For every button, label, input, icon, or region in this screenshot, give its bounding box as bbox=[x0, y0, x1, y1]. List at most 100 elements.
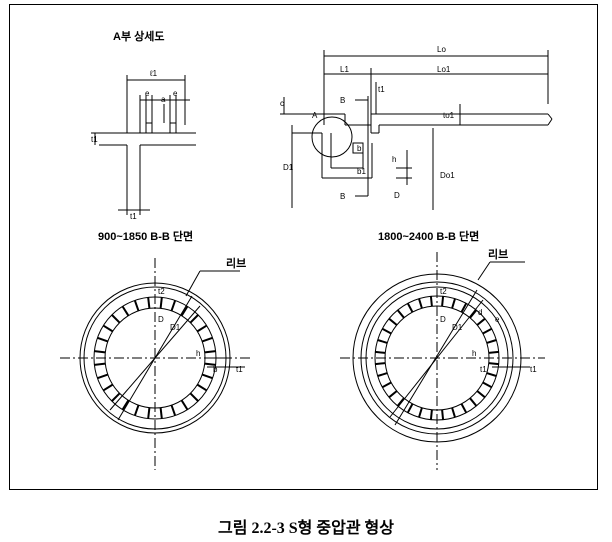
right-dim-t1-inner: t1 bbox=[480, 365, 487, 374]
rib bbox=[441, 409, 445, 420]
rib bbox=[381, 381, 392, 389]
rib bbox=[460, 302, 468, 313]
rib bbox=[180, 305, 189, 317]
rib bbox=[375, 350, 386, 354]
dim-L1: L1 bbox=[340, 65, 349, 74]
rib bbox=[204, 350, 216, 354]
rib bbox=[189, 392, 199, 402]
rib bbox=[94, 350, 106, 354]
rib bbox=[460, 403, 468, 414]
section-B-bottom: B bbox=[340, 192, 345, 201]
detail-a bbox=[91, 75, 196, 215]
rib bbox=[406, 302, 414, 313]
dim-Do1: Do1 bbox=[440, 171, 455, 180]
right-dim-h: h bbox=[472, 349, 476, 358]
rib bbox=[418, 407, 423, 418]
dim-D1-profile: D1 bbox=[283, 163, 294, 172]
rib bbox=[201, 336, 213, 343]
rib bbox=[429, 409, 433, 420]
rib bbox=[94, 362, 106, 366]
rib bbox=[111, 392, 121, 402]
rib bbox=[488, 362, 499, 366]
rib bbox=[451, 298, 456, 309]
rib-label-right: 리브 bbox=[488, 247, 508, 261]
dim-D-profile: D bbox=[394, 191, 400, 200]
rib bbox=[189, 314, 199, 324]
rib bbox=[204, 362, 216, 366]
rib bbox=[486, 339, 497, 344]
rib bbox=[159, 297, 163, 309]
section-left bbox=[60, 258, 250, 470]
rib bbox=[441, 296, 445, 307]
figure-frame bbox=[9, 4, 598, 490]
rib bbox=[486, 372, 497, 377]
dim-t1-left: t1 bbox=[91, 135, 98, 144]
dim-e-1: e bbox=[145, 89, 150, 98]
pipe-profile bbox=[280, 50, 553, 210]
rib bbox=[147, 407, 151, 419]
dim-b: b bbox=[357, 144, 362, 153]
rib bbox=[451, 407, 456, 418]
left-dim-h: h bbox=[196, 349, 200, 358]
rib bbox=[396, 397, 405, 407]
rib bbox=[381, 327, 392, 335]
section-right bbox=[340, 252, 545, 470]
detail-a-title: A부 상세도 bbox=[113, 29, 164, 43]
rib bbox=[133, 404, 140, 416]
rib bbox=[476, 390, 486, 399]
rib bbox=[201, 373, 213, 380]
rib bbox=[488, 350, 499, 354]
rib bbox=[377, 372, 388, 377]
rib-label-left: 리브 bbox=[226, 256, 246, 270]
dim-h-profile: h bbox=[392, 155, 396, 164]
rib bbox=[133, 300, 140, 312]
rib bbox=[476, 317, 486, 326]
left-dim-t1: t1 bbox=[236, 365, 243, 374]
dim-a: a bbox=[161, 95, 166, 104]
dim-c: c bbox=[280, 99, 284, 108]
rib bbox=[482, 327, 493, 335]
dim-Lo: Lo bbox=[437, 45, 446, 54]
rib bbox=[97, 373, 109, 380]
left-dim-b: b bbox=[213, 365, 218, 374]
rib bbox=[121, 399, 130, 411]
rib bbox=[102, 324, 114, 333]
dim-b1: b1 bbox=[357, 167, 366, 176]
rib bbox=[429, 296, 433, 307]
rib bbox=[406, 403, 414, 414]
rib bbox=[196, 324, 208, 333]
rib bbox=[418, 298, 423, 309]
rib bbox=[180, 399, 189, 411]
rib bbox=[170, 404, 177, 416]
rib bbox=[170, 300, 177, 312]
right-dim-D: D bbox=[440, 315, 446, 324]
right-dim-t1-outer: t1 bbox=[530, 365, 537, 374]
detail-A-label: A bbox=[312, 111, 318, 120]
dim-l1: ℓ1 bbox=[149, 69, 158, 78]
rib bbox=[121, 305, 130, 317]
section-left-title: 900~1850 B-B 단면 bbox=[98, 229, 193, 243]
rib bbox=[396, 309, 405, 319]
rib bbox=[469, 309, 478, 319]
dim-Lo1: Lo1 bbox=[437, 65, 451, 74]
right-dim-d: d bbox=[478, 308, 482, 317]
rib bbox=[111, 314, 121, 324]
left-dim-D1: D1 bbox=[170, 323, 181, 332]
rib bbox=[196, 383, 208, 392]
rib bbox=[97, 336, 109, 343]
dim-to1: to1 bbox=[443, 111, 455, 120]
left-dim-D: D bbox=[158, 315, 164, 324]
section-B-top: B bbox=[340, 96, 345, 105]
right-dim-D1: D1 bbox=[452, 323, 463, 332]
right-dim-t2: t2 bbox=[440, 287, 447, 296]
rib bbox=[147, 297, 151, 309]
rib bbox=[159, 407, 163, 419]
dim-t1-profile: t1 bbox=[378, 85, 385, 94]
dim-e-2: e bbox=[173, 89, 178, 98]
dim-t1-bottom: t1 bbox=[130, 212, 137, 221]
figure-caption: 그림 2.2-3 S형 중압관 형상 bbox=[218, 520, 394, 537]
rib bbox=[388, 317, 398, 326]
rib bbox=[375, 362, 386, 366]
right-dim-e: e bbox=[495, 315, 500, 324]
